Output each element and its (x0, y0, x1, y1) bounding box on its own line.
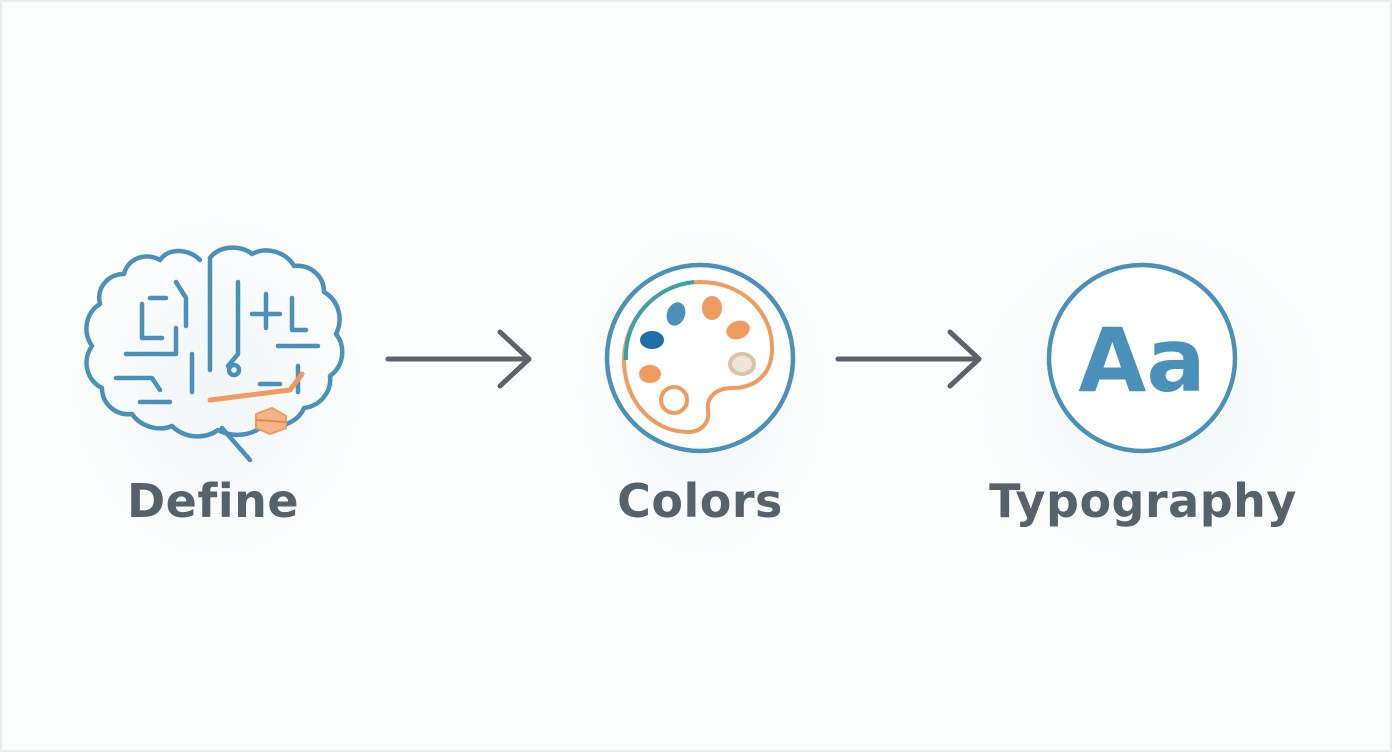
color-palette-icon (604, 262, 796, 454)
arrow-right-icon (835, 329, 982, 389)
arrow-right-icon (385, 329, 532, 389)
typography-icon: Aa (1046, 262, 1238, 454)
typography-icon-text: Aa (1078, 309, 1206, 412)
step-label-typography: Typography (989, 474, 1297, 528)
brain-circuit-icon (84, 245, 345, 463)
step-label-define: Define (126, 474, 300, 528)
step-label-colors: Colors (617, 474, 783, 528)
